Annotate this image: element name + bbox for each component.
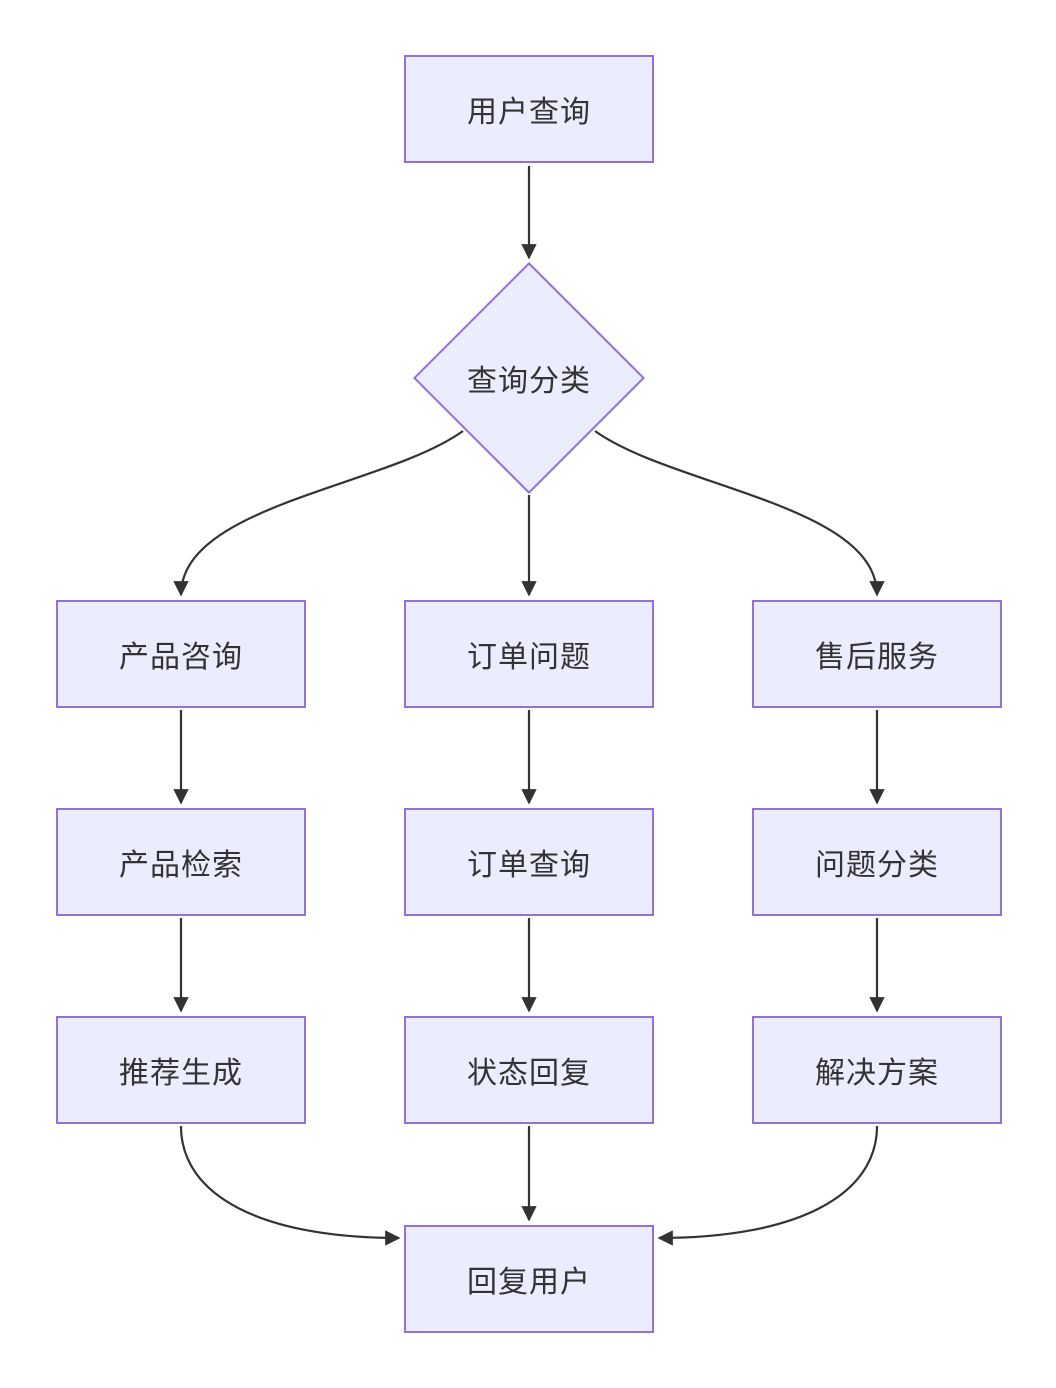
node-product-inquiry-label: 产品咨询	[119, 641, 243, 674]
node-product-search: 产品检索	[56, 808, 306, 916]
node-solution: 解决方案	[752, 1016, 1002, 1124]
node-issue-classify: 问题分类	[752, 808, 1002, 916]
node-query-classify: 查询分类	[413, 262, 645, 494]
node-status-reply-label: 状态回复	[467, 1057, 591, 1090]
node-issue-classify-label: 问题分类	[815, 849, 939, 882]
node-aftersales-service: 售后服务	[752, 600, 1002, 708]
edge-solution-to-reply-user	[657, 1125, 879, 1246]
node-product-search-label: 产品检索	[119, 849, 243, 882]
node-user-query: 用户查询	[404, 55, 654, 163]
node-order-issue-label: 订单问题	[467, 641, 591, 674]
edge-recommend-generate-to-reply-user	[179, 1125, 401, 1246]
node-reply-user-label: 回复用户	[467, 1266, 591, 1299]
node-order-lookup-label: 订单查询	[467, 849, 591, 882]
node-reply-user: 回复用户	[404, 1225, 654, 1333]
node-solution-label: 解决方案	[815, 1057, 939, 1090]
node-status-reply: 状态回复	[404, 1016, 654, 1124]
node-order-lookup: 订单查询	[404, 808, 654, 916]
edge-query-classify-to-aftersales-service	[594, 430, 885, 597]
node-recommend-generate: 推荐生成	[56, 1016, 306, 1124]
node-user-query-label: 用户查询	[467, 96, 591, 129]
node-product-inquiry: 产品咨询	[56, 600, 306, 708]
node-order-issue: 订单问题	[404, 600, 654, 708]
node-aftersales-service-label: 售后服务	[815, 641, 939, 674]
node-query-classify-label: 查询分类	[467, 365, 591, 398]
edge-query-classify-to-product-inquiry	[173, 430, 464, 597]
node-recommend-generate-label: 推荐生成	[119, 1057, 243, 1090]
